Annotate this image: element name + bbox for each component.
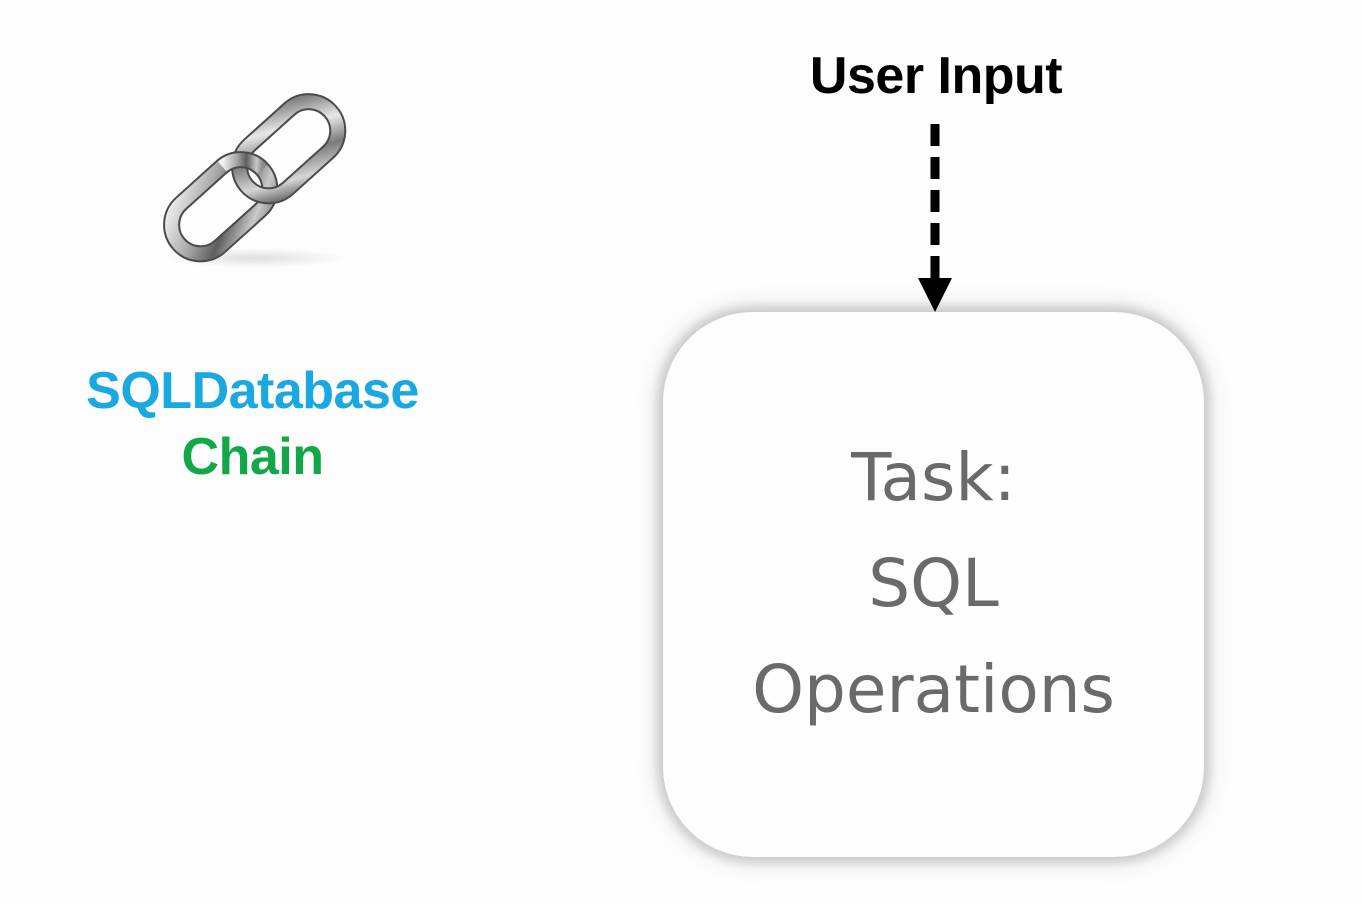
user-input-label: User Input (809, 47, 1063, 105)
chain-title-line1: SQLDatabase (86, 362, 419, 420)
chain-title-line2: Chain (181, 428, 324, 486)
task-line2: SQL (868, 544, 999, 622)
task-text: Task: SQL Operations (752, 425, 1115, 743)
chain-title: SQLDatabase Chain (40, 358, 465, 490)
task-line1: Task: (851, 438, 1016, 516)
chain-link-icon (163, 93, 347, 268)
dashed-arrow (918, 124, 952, 312)
task-line3: Operations (752, 650, 1115, 728)
task-box: Task: SQL Operations (663, 312, 1204, 857)
